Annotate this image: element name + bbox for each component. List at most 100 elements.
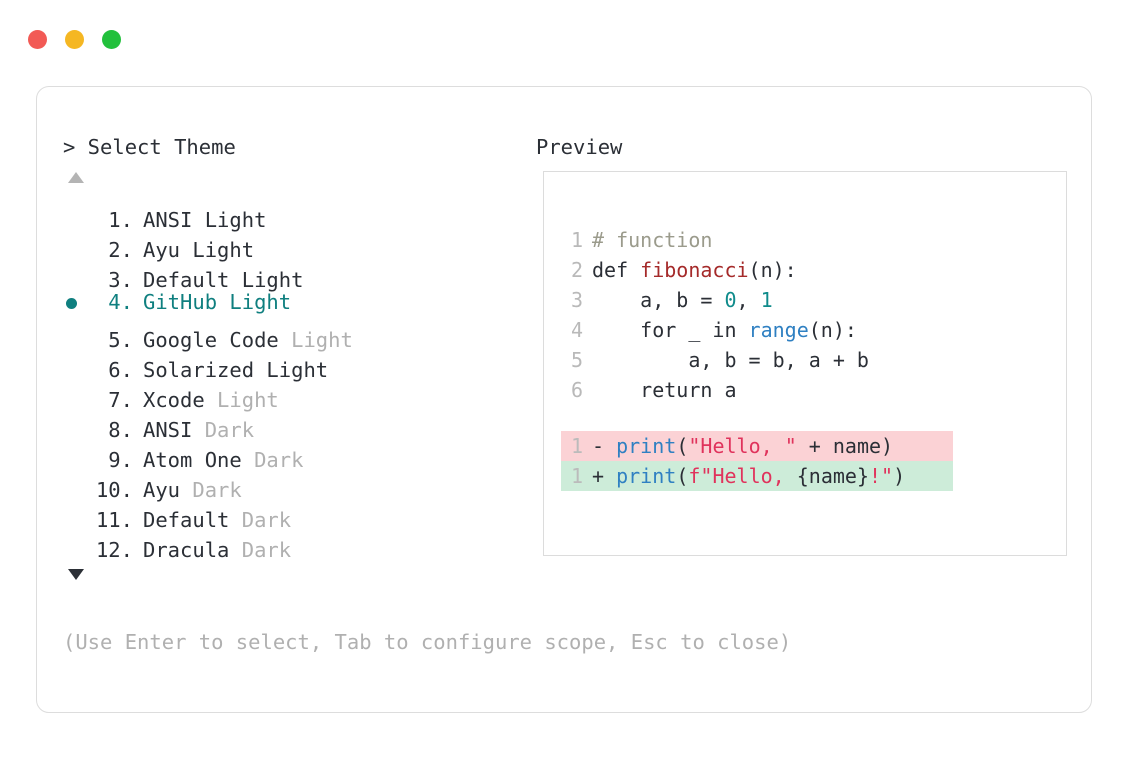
code-token: for _ in xyxy=(592,318,749,342)
theme-list-item[interactable]: 10. Ayu Dark xyxy=(63,467,533,502)
theme-list-item[interactable]: 5.Google Code Light xyxy=(63,317,533,352)
selection-bullet-cell xyxy=(63,527,91,557)
theme-list-item[interactable]: 6. Solarized Light xyxy=(63,347,533,382)
code-token: print xyxy=(616,434,677,458)
selection-bullet-cell xyxy=(63,437,91,467)
code-line: 3 a, b = 0, 1 xyxy=(561,285,1066,315)
selection-bullet-cell xyxy=(63,467,91,497)
code-line-number: 3 xyxy=(570,288,583,312)
theme-item-index: 11. xyxy=(95,508,133,532)
theme-item-name: Dracula xyxy=(143,538,230,562)
close-window-button[interactable] xyxy=(28,30,47,49)
theme-item-index: 5. xyxy=(95,328,133,352)
diff-sign: + xyxy=(592,464,617,488)
code-token: {name} xyxy=(796,464,869,488)
keyboard-hint: (Use Enter to select, Tab to configure s… xyxy=(63,630,792,654)
theme-item-index: 9. xyxy=(95,448,133,472)
diff-line-source: + print(f"Hello, {name}!") xyxy=(592,461,905,491)
diff-line-source: - print("Hello, " + name) xyxy=(592,431,893,461)
code-token: (n): xyxy=(748,258,797,282)
theme-item-index: 4. xyxy=(95,290,133,314)
code-line-number: 1 xyxy=(570,228,583,252)
theme-item-variant: Dark xyxy=(229,508,292,532)
theme-item-variant: Dark xyxy=(229,538,292,562)
theme-list-item[interactable]: 2. Ayu Light xyxy=(63,227,533,262)
theme-item-name: GitHub Light xyxy=(143,290,292,314)
theme-list-item[interactable]: 11.Default Dark xyxy=(63,497,533,532)
theme-item-variant: Dark xyxy=(180,478,242,502)
diff-line-number: 1 xyxy=(570,434,583,458)
theme-list[interactable]: 1. ANSI Light 2. Ayu Light 3. Default Light… xyxy=(63,197,533,562)
theme-item-index: 7. xyxy=(95,388,133,412)
selection-bullet-cell xyxy=(63,377,91,407)
theme-item-variant: Dark xyxy=(241,448,304,472)
code-token: + name) xyxy=(796,434,894,458)
theme-selector-panel: > Select Theme 1. ANSI Light 2. Ayu Light … xyxy=(36,86,1092,713)
theme-list-item[interactable]: 9. Atom One Dark xyxy=(63,437,533,472)
code-token: a, b = b, a + b xyxy=(592,348,869,372)
theme-item-index: 2. xyxy=(95,238,133,262)
selection-bullet-cell xyxy=(63,497,91,527)
panel-columns: > Select Theme 1. ANSI Light 2. Ayu Light … xyxy=(37,87,1091,712)
code-token: (n): xyxy=(808,318,857,342)
code-token: "Hello, " xyxy=(688,434,797,458)
maximize-window-button[interactable] xyxy=(102,30,121,49)
select-theme-prompt: > Select Theme xyxy=(63,135,236,159)
code-line: 4 for _ in range(n): xyxy=(561,315,1066,345)
code-line-source: def fibonacci(n): xyxy=(592,255,797,285)
code-line-source: # function xyxy=(592,225,712,255)
theme-item-variant: Light xyxy=(204,388,279,412)
diff-line-del: 1 - print("Hello, " + name) xyxy=(561,431,953,461)
code-token: a, b = xyxy=(592,288,725,312)
code-token: fibonacci xyxy=(640,258,749,282)
selection-bullet-cell xyxy=(63,289,91,319)
code-line-number: 2 xyxy=(570,258,583,282)
code-token: , xyxy=(736,288,761,312)
theme-item-index: 10. xyxy=(95,478,133,502)
minimize-window-button[interactable] xyxy=(65,30,84,49)
theme-item-name: Ayu xyxy=(143,478,181,502)
selection-bullet-cell xyxy=(63,317,91,347)
diff-line-add: 1+ print(f"Hello, {name}!") xyxy=(561,461,953,491)
theme-item-name: Google Code xyxy=(143,328,279,352)
code-token: return a xyxy=(592,378,737,402)
code-line-source: a, b = b, a + b xyxy=(592,345,869,375)
theme-item-name: ANSI Light xyxy=(143,208,267,232)
theme-list-item[interactable]: 12.Dracula Dark xyxy=(63,527,533,562)
theme-item-name: Ayu Light xyxy=(143,238,255,262)
code-line-number: 5 xyxy=(570,348,583,372)
window-traffic-lights xyxy=(28,30,121,49)
code-token: f"Hello, xyxy=(688,464,797,488)
selection-bullet-cell xyxy=(63,257,91,287)
theme-item-index: 3. xyxy=(95,268,133,292)
scroll-up-arrow-icon[interactable] xyxy=(68,172,84,183)
code-line-number: 6 xyxy=(570,378,583,402)
code-line: 1 # function xyxy=(561,225,1066,255)
selection-bullet-cell xyxy=(63,407,91,437)
code-token: # function xyxy=(592,228,713,252)
theme-item-name: Xcode xyxy=(143,388,205,412)
theme-list-item[interactable]: 1. ANSI Light xyxy=(63,197,533,232)
theme-item-name: Solarized Light xyxy=(143,358,329,382)
theme-item-index: 1. xyxy=(95,208,133,232)
theme-item-name: Atom One xyxy=(143,448,242,472)
theme-item-index: 6. xyxy=(95,358,133,382)
code-token: ) xyxy=(893,464,906,488)
theme-list-item[interactable]: 3. Default Light xyxy=(63,257,533,292)
code-token: !" xyxy=(868,464,894,488)
theme-item-name: Default Light xyxy=(143,268,304,292)
code-line-source: for _ in range(n): xyxy=(592,315,857,345)
scroll-down-arrow-icon[interactable] xyxy=(68,569,84,580)
theme-list-item[interactable]: 8.ANSI Dark xyxy=(63,407,533,442)
code-line-source: return a xyxy=(592,375,737,405)
code-token: range xyxy=(748,318,809,342)
theme-list-item[interactable]: 7. Xcode Light xyxy=(63,377,533,412)
code-line-source: a, b = 0, 1 xyxy=(592,285,772,315)
selection-bullet-cell xyxy=(63,197,91,227)
theme-list-item[interactable]: 4. GitHub Light xyxy=(63,287,533,317)
code-token: 0 xyxy=(724,288,737,312)
code-line-number: 4 xyxy=(570,318,583,342)
